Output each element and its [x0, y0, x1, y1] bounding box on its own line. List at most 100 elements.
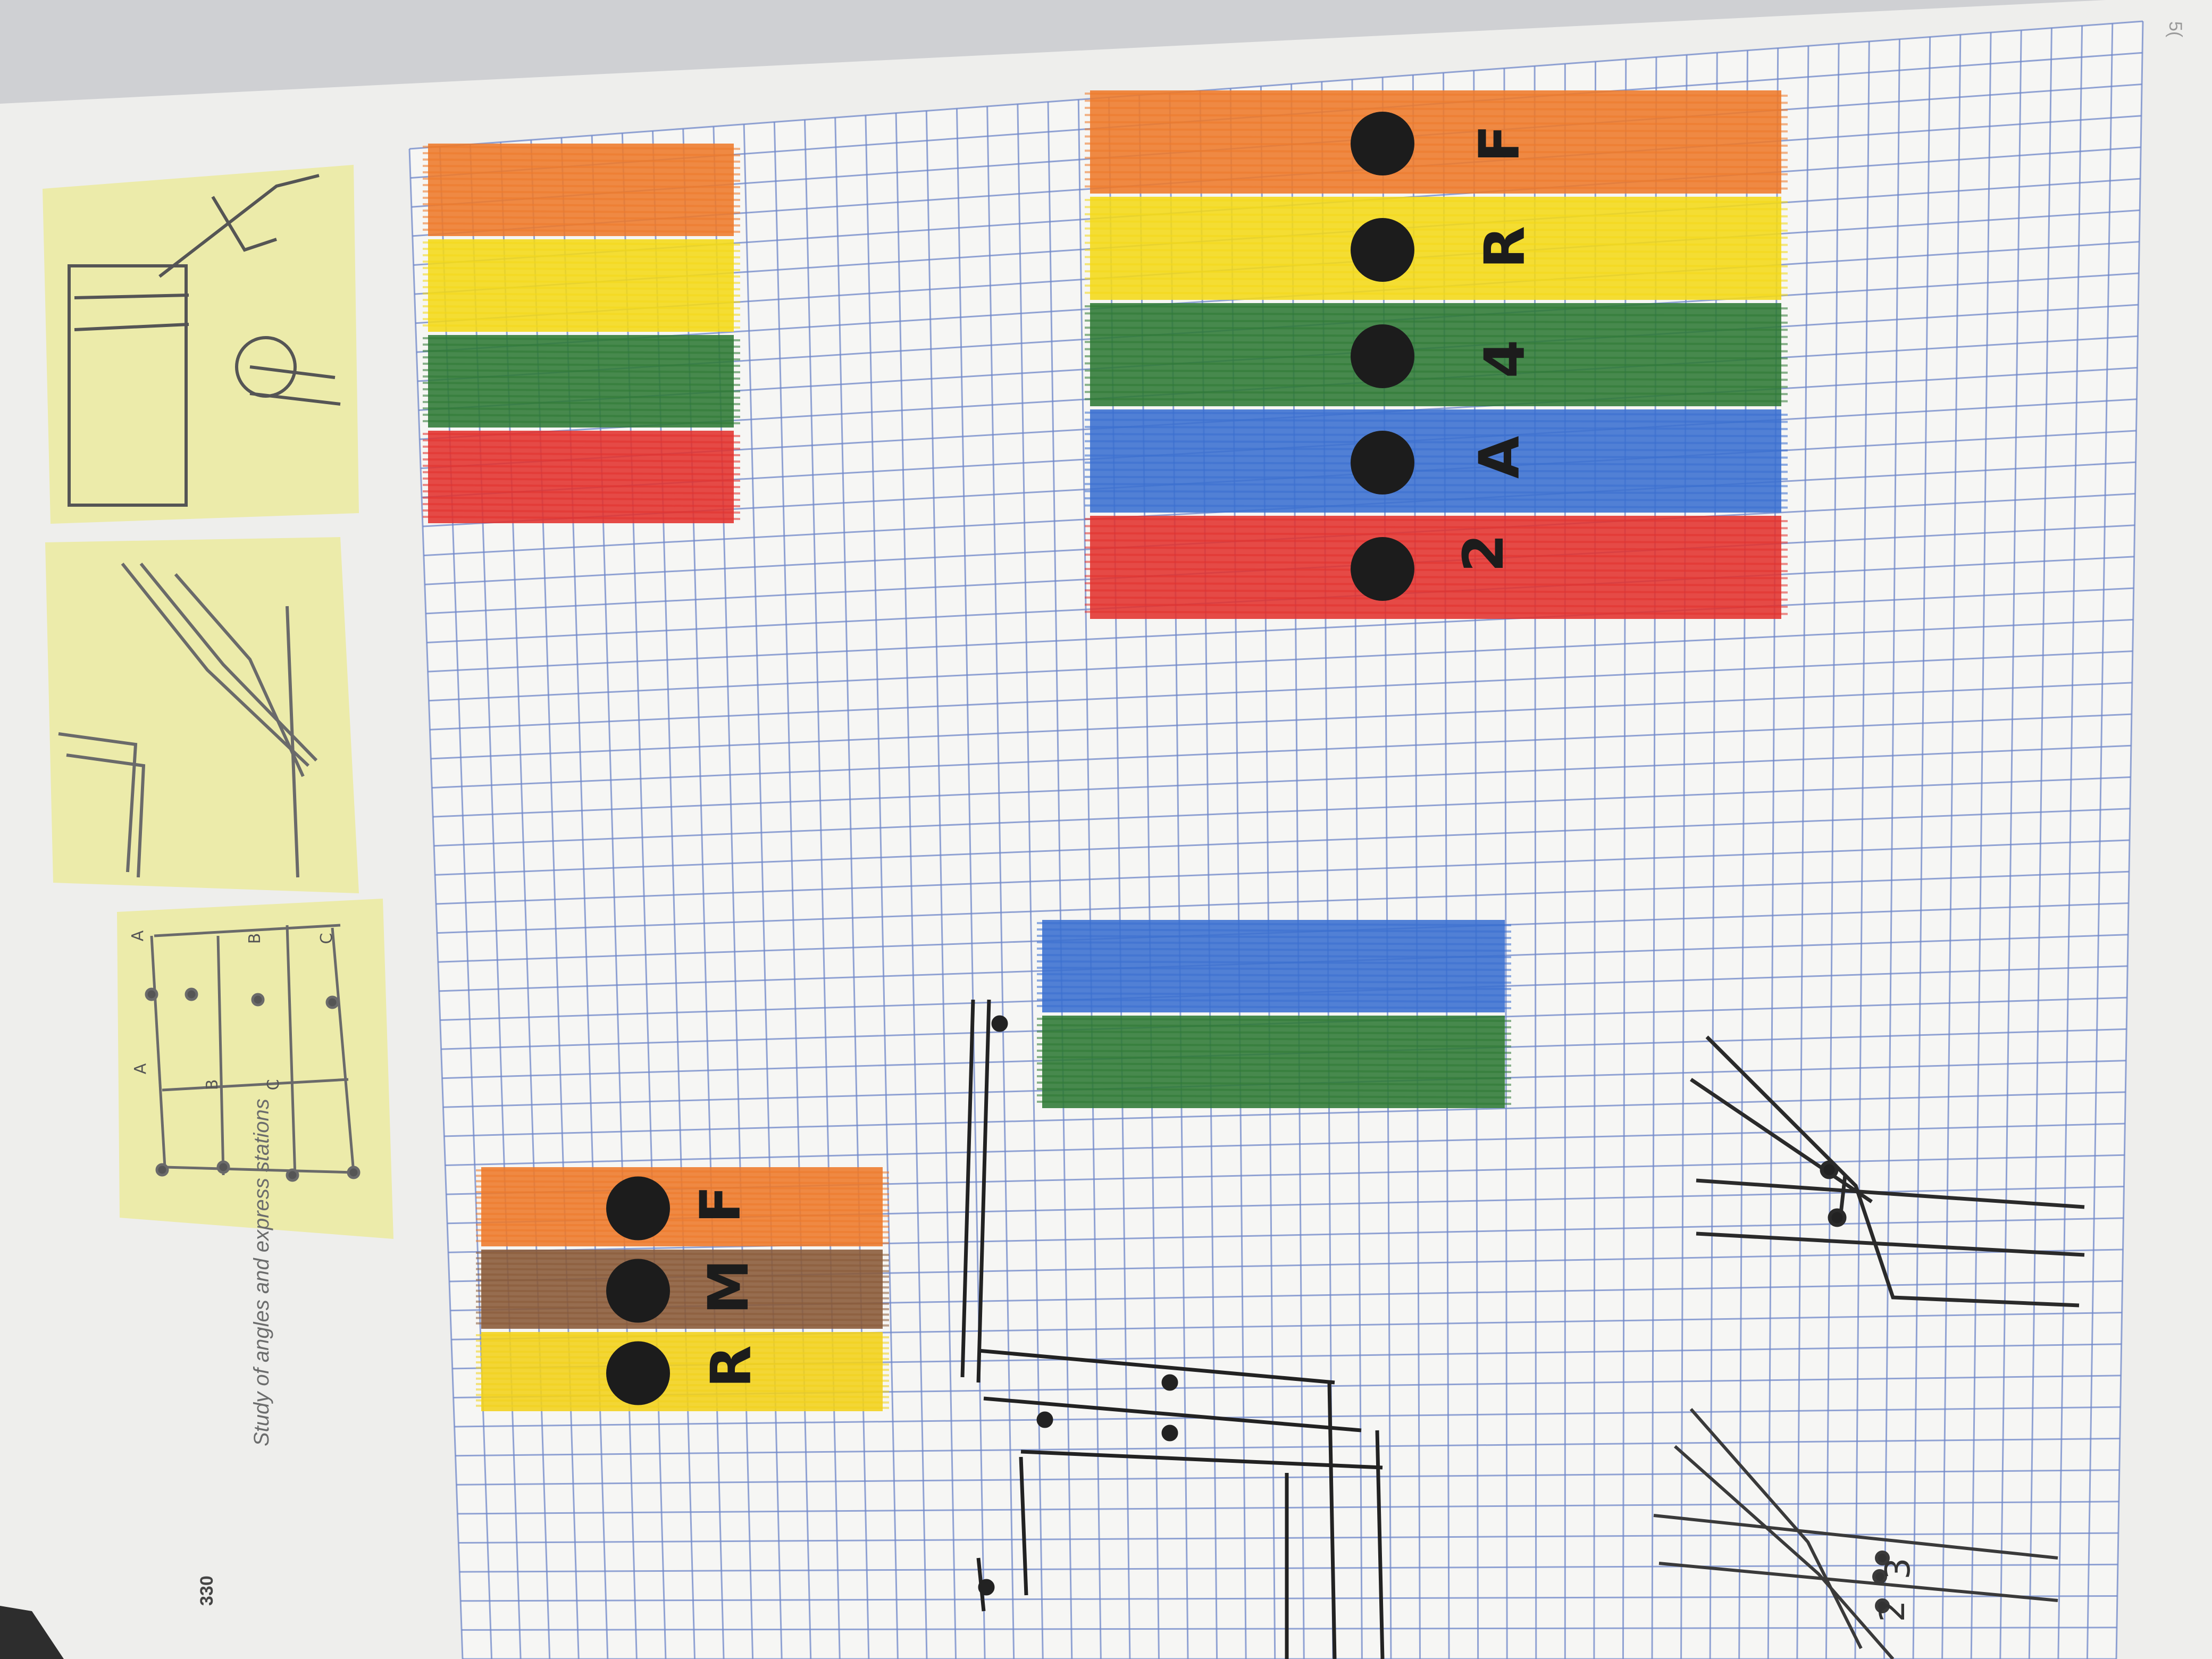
pencil-stroke: [1084, 440, 1788, 445]
pencil-stroke: [1084, 291, 1788, 296]
pencil-stroke: [422, 254, 741, 258]
pencil-stroke: [1084, 539, 1788, 544]
pencil-stroke: [1084, 121, 1788, 125]
pencil-stroke: [1084, 532, 1788, 537]
track-diagram-left: [960, 999, 1385, 1659]
pencil-stroke: [475, 1224, 890, 1228]
grid-line-horizontal: [455, 1437, 2120, 1457]
pencil-stroke: [1084, 433, 1788, 438]
pencil-stroke: [422, 248, 741, 252]
book-spine-edge: [0, 1606, 64, 1659]
pencil-stroke: [1036, 954, 1512, 958]
route-letter-a: A: [1467, 435, 1532, 479]
color-stripe: [481, 1167, 883, 1246]
pencil-stroke: [1084, 575, 1788, 580]
pencil-stroke: [422, 273, 741, 278]
pencil-stroke: [422, 337, 741, 341]
pencil-stroke: [475, 1180, 890, 1185]
route-bullet-dot: [1351, 112, 1414, 175]
pencil-stroke: [475, 1202, 890, 1206]
pencil-stroke: [1084, 418, 1788, 423]
color-stripe: [1090, 197, 1781, 300]
pencil-stroke: [1036, 1056, 1512, 1060]
track-diagram-mid-right: [1690, 1035, 2085, 1308]
page-number: 330: [197, 1576, 217, 1606]
pencil-stroke: [1084, 263, 1788, 267]
pencil-stroke: [422, 420, 741, 424]
pencil-stroke: [422, 210, 741, 214]
pencil-stroke: [1084, 362, 1788, 367]
color-stripe: [428, 144, 734, 236]
pencil-stroke: [422, 503, 741, 507]
route-bullet-dot: [1351, 431, 1414, 495]
color-stripe: [428, 335, 734, 428]
pencil-stroke: [422, 184, 741, 188]
color-stripe: [1042, 1016, 1505, 1108]
route-letter-r-left: R: [699, 1345, 764, 1388]
pencil-stroke: [422, 280, 741, 284]
platform-sketch: [145, 924, 361, 1182]
pencil-stroke: [422, 318, 741, 322]
pencil-stroke: [1084, 391, 1788, 396]
pencil-stroke: [1084, 341, 1788, 346]
pencil-stroke: [1084, 171, 1788, 175]
pencil-stroke: [1084, 398, 1788, 403]
pencil-stroke: [422, 458, 741, 463]
color-stripe: [428, 239, 734, 332]
pencil-stroke: [1084, 462, 1788, 466]
pencil-stroke: [1036, 1062, 1512, 1067]
pencil-stroke: [475, 1252, 890, 1256]
pencil-stroke: [1084, 305, 1788, 309]
pencil-stroke: [422, 299, 741, 303]
pencil-stroke: [475, 1234, 890, 1239]
grid-line-horizontal: [462, 1627, 2117, 1631]
track-number-3: 3: [1879, 1557, 1918, 1580]
pencil-stroke: [1084, 128, 1788, 133]
pencil-stroke: [1084, 99, 1788, 104]
sticky-note-2: [45, 537, 359, 893]
grid-line-horizontal: [430, 650, 2133, 731]
pencil-stroke: [475, 1355, 890, 1360]
route-number-2: 2: [1451, 533, 1516, 573]
pencil-stroke: [422, 292, 741, 297]
pencil-stroke: [422, 305, 741, 309]
pencil-stroke: [422, 439, 741, 443]
pencil-stroke: [1084, 256, 1788, 261]
pencil-stroke: [1084, 596, 1788, 601]
pencil-stroke: [422, 465, 741, 469]
pencil-stroke: [1036, 1101, 1512, 1105]
pencil-stroke: [1036, 1094, 1512, 1099]
pencil-stroke: [1084, 454, 1788, 459]
pencil-stroke: [475, 1295, 890, 1300]
pencil-stroke: [1036, 1082, 1512, 1086]
pencil-stroke: [422, 382, 741, 386]
sticky-note-platforms: [117, 899, 393, 1239]
pencil-stroke: [1084, 568, 1788, 572]
pencil-stroke: [475, 1212, 890, 1217]
pencil-stroke: [422, 369, 741, 373]
pencil-stroke: [422, 446, 741, 450]
pencil-stroke: [422, 356, 741, 361]
route-letter-m: M: [696, 1259, 761, 1314]
pencil-stroke: [1036, 1037, 1512, 1041]
drawn-color-bars: [422, 90, 1788, 1411]
pencil-stroke: [1084, 518, 1788, 522]
route-bullet-dot: [1351, 218, 1414, 282]
pencil-stroke: [1084, 589, 1788, 594]
pencil-stroke: [1084, 610, 1788, 615]
pencil-stroke: [475, 1306, 890, 1311]
figure-caption: Study of angles and express stations: [250, 1099, 273, 1446]
pencil-stroke: [1036, 986, 1512, 990]
pencil-stroke: [1084, 490, 1788, 495]
route-letter-r-right: R: [1472, 225, 1537, 269]
route-letter-f-right: F: [1467, 124, 1532, 163]
pencil-stroke: [422, 324, 741, 329]
pencil-stroke: [1084, 560, 1788, 565]
grid-line-horizontal: [431, 682, 2132, 760]
angle-sketch: [58, 563, 318, 878]
pencil-stroke: [1036, 967, 1512, 971]
pencil-stroke: [422, 152, 741, 156]
pencil-stroke: [422, 395, 741, 399]
sticky-note-angles: [45, 537, 359, 893]
sketch-label-b2: B: [246, 933, 264, 944]
